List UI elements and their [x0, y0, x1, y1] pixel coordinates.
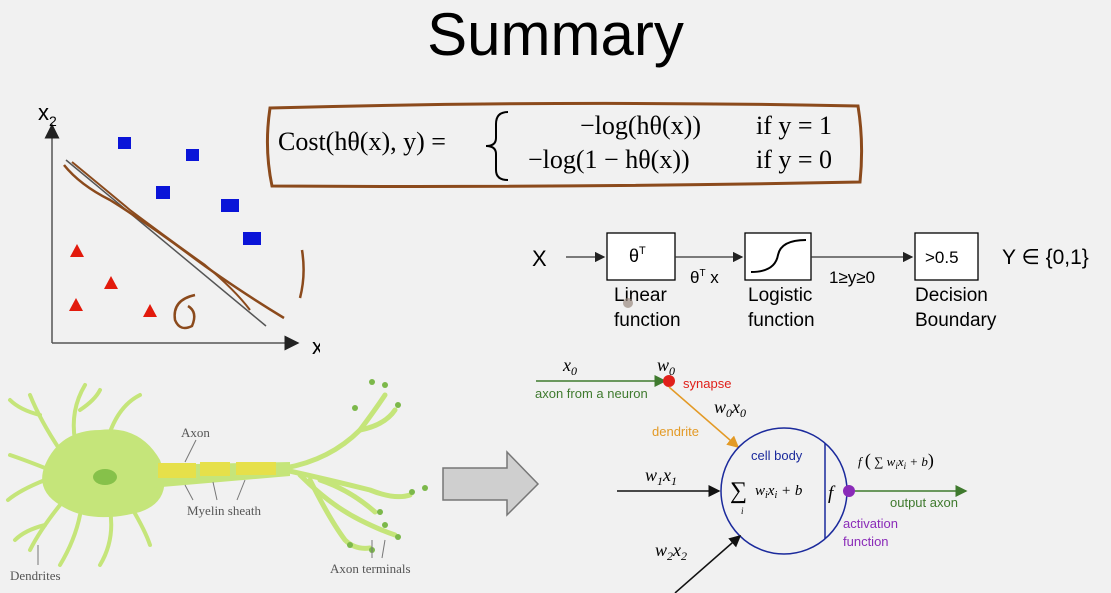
- decision-boundary: [65, 159, 267, 327]
- axon-from-neuron-label: axon from a neuron: [535, 386, 648, 401]
- activation-label: activation: [843, 516, 898, 531]
- w2x2-label: w2x2: [655, 540, 687, 563]
- hand-drawn-mark: [298, 249, 305, 299]
- output-axon-label: output axon: [890, 495, 958, 510]
- case2-expression: −log(1 − hθ(x)): [528, 145, 690, 174]
- output-y: Y ∈ {0,1}: [1002, 246, 1089, 269]
- transform-arrow: [442, 450, 540, 517]
- page-title: Summary: [427, 1, 684, 68]
- sum-index: i: [741, 506, 744, 516]
- theta-t-x-label: θT x: [690, 268, 719, 287]
- cost-lhs: Cost(hθ(x), y) =: [278, 127, 446, 156]
- w0x0-label: w0x0: [714, 397, 746, 420]
- f-output-label: f ( ∑ wixi + b): [858, 450, 934, 471]
- f-label: f: [828, 483, 836, 504]
- hand-drawn-loop: [173, 293, 196, 330]
- synapse-dot: [663, 375, 675, 387]
- activation-dot: [843, 485, 855, 497]
- range-label: 1≥y≥0: [829, 268, 875, 287]
- case1-condition: if y = 1: [756, 111, 832, 140]
- cost-formula: Cost(hθ(x), y) = −log(hθ(x)) if y = 1 −l…: [265, 101, 864, 188]
- threshold-label: >0.5: [925, 248, 959, 267]
- synapse-label: synapse: [683, 376, 731, 391]
- red-triangle: [104, 276, 118, 289]
- axon-terminals-label: Axon terminals: [330, 561, 411, 576]
- linear-function-label: Linear: [614, 285, 667, 306]
- perceptron-diagram: x0 w0 axon from a neuron synapse w0x0 de…: [535, 355, 968, 593]
- input-x: X: [532, 246, 547, 271]
- linear-box: [606, 232, 676, 281]
- x0-label: x0: [562, 355, 577, 378]
- case2-condition: if y = 0: [756, 145, 832, 174]
- dendrite-line: [668, 386, 740, 448]
- neuron-illustration: Axon Myelin sheath Dendrites Axon termin…: [6, 379, 428, 583]
- dendrite-label: dendrite: [652, 424, 699, 439]
- sigmoid-curve: [750, 239, 807, 273]
- myelin-segment: [236, 462, 276, 475]
- myelin-segment: [200, 462, 230, 476]
- red-triangle: [69, 298, 83, 311]
- decision-boundary-label: Boundary: [915, 310, 997, 331]
- hand-drawn-box: [265, 101, 864, 188]
- case1-expression: −log(hθ(x)): [580, 111, 701, 140]
- blue-square: [186, 149, 199, 161]
- decision-boundary-label: Decision: [915, 285, 988, 306]
- blue-square: [243, 232, 261, 245]
- blue-square: [156, 186, 170, 199]
- axon-label: Axon: [181, 425, 210, 440]
- dendrites-label: Dendrites: [10, 568, 61, 583]
- cursor-icon: [623, 298, 633, 308]
- red-triangle: [143, 304, 157, 317]
- cell-body-label: cell body: [751, 448, 803, 463]
- hand-drawn-boundary-2: [71, 161, 251, 311]
- threshold-box: [914, 232, 979, 281]
- linear-function-label: function: [614, 310, 681, 331]
- scatter-plot: x2 x1: [38, 100, 320, 363]
- blue-square: [118, 137, 131, 149]
- red-triangle: [70, 244, 84, 257]
- activation-label: function: [843, 534, 889, 549]
- sum-symbol: ∑: [730, 478, 747, 504]
- cases-brace: [485, 111, 509, 181]
- logistic-function-label: Logistic: [748, 285, 812, 306]
- w1x1-label: w1x1: [645, 465, 677, 488]
- y-axis-label: x2: [38, 100, 57, 129]
- x-axis-label: x1: [312, 334, 320, 363]
- nucleus: [93, 469, 117, 485]
- sum-expression: wixi + b: [755, 483, 803, 501]
- pipeline-diagram: X θT θT x 1≥y≥0 >0.5 Y ∈ {0,1} Linear fu…: [532, 232, 1089, 331]
- myelin-segment: [158, 463, 196, 478]
- logistic-function-label: function: [748, 310, 815, 331]
- blue-square: [221, 199, 239, 212]
- input-w2-line: [674, 535, 742, 593]
- w0-label: w0: [657, 355, 675, 378]
- myelin-label: Myelin sheath: [187, 503, 262, 518]
